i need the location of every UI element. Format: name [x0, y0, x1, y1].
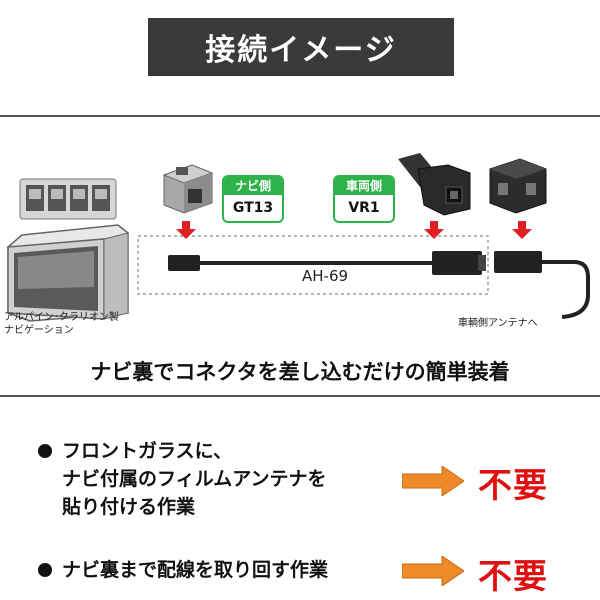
vr1-connector-icon — [398, 153, 471, 216]
insert-arrow-icon — [176, 221, 196, 239]
insert-arrow-icon — [512, 221, 532, 239]
gt13-connector-icon — [162, 164, 214, 214]
benefit-item: フロントガラスに、 ナビ付属のフィルムアンテナを 貼り付ける作業 — [38, 437, 398, 527]
insert-arrow-icon — [424, 221, 444, 239]
navi-caption-line-1: アルパイン･クラリオン製 — [4, 312, 119, 323]
page-title: 接続イメージ — [148, 18, 454, 76]
diagram-graphic — [7, 153, 590, 322]
vehicle-side-tag: 車両側 VR1 — [333, 175, 395, 223]
benefit-line: フロントガラスに、 — [62, 440, 233, 462]
connector-block-icon — [19, 178, 117, 220]
divider-middle — [0, 395, 600, 397]
benefit-line: 貼り付ける作業 — [62, 496, 196, 518]
right-arrow-icon — [402, 556, 464, 586]
divider-top — [0, 115, 600, 117]
benefit-line: ナビ付属のフィルムアンテナを — [62, 468, 327, 490]
connection-diagram: ナビ側 GT13 車両側 VR1 AH-69 アルパイン･クラリオン製 ナビゲー… — [0, 117, 600, 395]
vehicle-side-tag-label: 車両側 — [335, 177, 393, 195]
benefit-item: ナビ裏まで配線を取り回す作業 — [38, 556, 398, 586]
navi-side-tag-code: GT13 — [232, 200, 274, 216]
cable-left-plug-icon — [168, 255, 200, 271]
cable-outline — [137, 235, 489, 295]
navi-side-tag: ナビ側 GT13 — [222, 175, 284, 223]
antenna-cable-line — [542, 260, 590, 319]
navigation-unit-icon — [7, 224, 129, 322]
cable-right-plug-icon — [432, 251, 486, 275]
antenna-caption: 車輌側アンテナへ — [458, 318, 538, 329]
cable-model-label: AH-69 — [302, 267, 349, 285]
vehicle-plug-icon — [494, 251, 542, 273]
install-summary: ナビ裏でコネクタを差し込むだけの簡単装着 — [90, 360, 510, 384]
navi-side-tag-label: ナビ側 — [224, 177, 282, 195]
antenna-connector-icon — [489, 158, 547, 214]
result-unnecessary: 不要 — [478, 557, 548, 597]
result-unnecessary: 不要 — [478, 466, 548, 506]
right-arrow-icon — [402, 466, 464, 496]
navi-caption-line-2: ナビゲーション — [4, 325, 74, 336]
vehicle-side-tag-code: VR1 — [348, 200, 380, 216]
bullet-icon — [38, 444, 52, 458]
bullet-icon — [38, 563, 52, 577]
benefit-line: ナビ裏まで配線を取り回す作業 — [62, 559, 329, 581]
